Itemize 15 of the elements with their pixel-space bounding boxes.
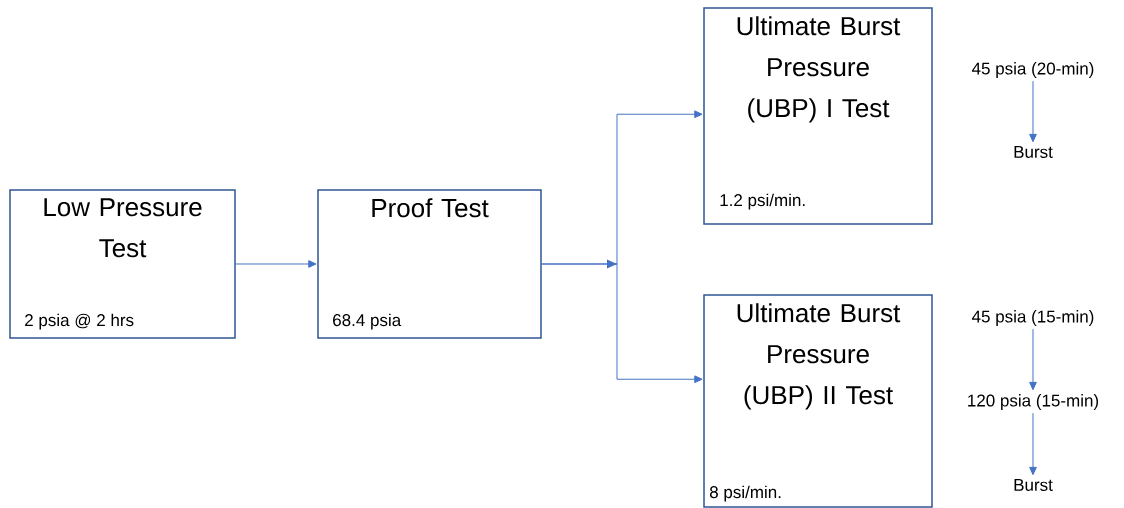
step-label: Burst xyxy=(1014,146,1053,158)
arrow xyxy=(1029,412,1037,476)
process-box: Ultimate Burst Pressure (UBP) I Test 1.2 psi/min. xyxy=(703,7,933,225)
process-box: Proof Test 68.4 psia xyxy=(317,189,542,339)
process-box: Ultimate Burst Pressure (UBP) II Test 8 psi/min. xyxy=(703,294,933,508)
step-label: 120 psia (15-min) xyxy=(968,394,1099,410)
step-label: 45 psia (20-min) xyxy=(972,62,1094,78)
process-box: Low Pressure Test 2 psia @ 2 hrs xyxy=(9,189,236,339)
arrowhead xyxy=(607,259,617,269)
arrow xyxy=(235,260,317,268)
arrow xyxy=(1029,80,1037,143)
arrow xyxy=(1029,328,1037,391)
step-label: 45 psia (15-min) xyxy=(972,310,1094,326)
arrow xyxy=(541,263,703,384)
step-label: Burst xyxy=(1014,479,1053,491)
